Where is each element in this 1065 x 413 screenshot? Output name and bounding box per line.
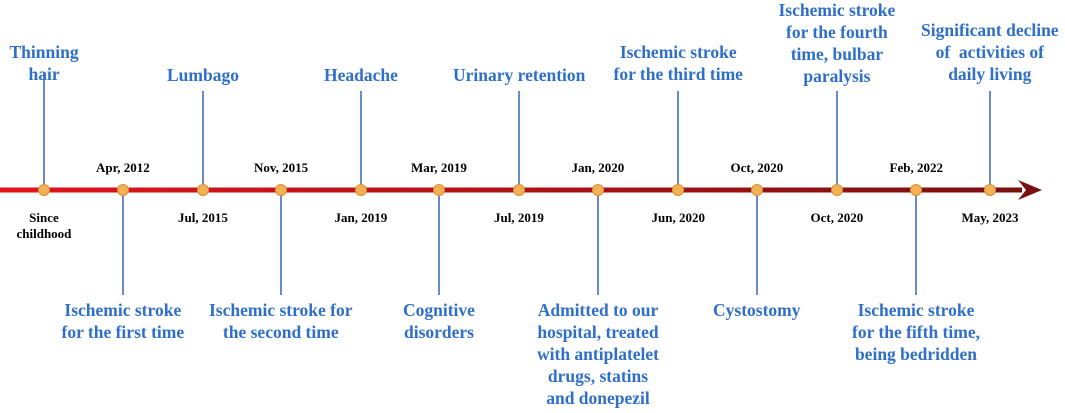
timeline-marker (197, 184, 209, 196)
date-label: Jan, 2020 (571, 160, 625, 175)
timeline-marker (592, 184, 604, 196)
event-label: Cognitive disorders (403, 300, 475, 342)
date-label: Jan, 2019 (334, 210, 388, 225)
connector-lines (43, 73, 991, 295)
date-label: Jul, 2015 (178, 210, 228, 225)
date-label: Oct, 2020 (810, 210, 864, 225)
timeline-marker (275, 184, 287, 196)
date-label: Jun, 2020 (651, 210, 705, 225)
date-label: Since childhood (16, 210, 72, 241)
timeline-arrow-head (1018, 180, 1042, 200)
event-label: Ischemic stroke for the second time (209, 300, 353, 342)
event-label: Headache (324, 65, 398, 85)
event-label: Urinary retention (453, 65, 586, 85)
timeline-marker (355, 184, 367, 196)
event-label: Ischemic stroke for the third time (613, 42, 743, 84)
event-label: Ischemic stroke for the fourth time, bul… (778, 0, 896, 86)
timeline-marker (984, 184, 996, 196)
timeline-marker (751, 184, 763, 196)
date-label: Oct, 2020 (730, 160, 784, 175)
timeline-axis (0, 187, 1022, 193)
event-label: Lumbago (167, 65, 239, 85)
timeline-marker (672, 184, 684, 196)
event-label: Significant decline of activities of dai… (921, 20, 1059, 84)
event-label: Cystostomy (713, 300, 801, 320)
timeline-marker (831, 184, 843, 196)
event-label: Thinning hair (9, 42, 79, 84)
date-label: Apr, 2012 (96, 160, 150, 175)
date-label: Nov, 2015 (254, 160, 309, 175)
timeline-marker (38, 184, 50, 196)
date-label: Jul, 2019 (494, 210, 544, 225)
date-label: May, 2023 (961, 210, 1019, 225)
timeline-markers (38, 184, 996, 196)
event-label: Ischemic stroke for the first time (61, 300, 185, 342)
timeline-marker (910, 184, 922, 196)
timeline-marker (513, 184, 525, 196)
event-label: Admitted to our hospital, treated with a… (537, 300, 660, 408)
timeline-marker (117, 184, 129, 196)
date-label: Feb, 2022 (889, 160, 943, 175)
event-label: Ischemic stroke for the fifth time, bein… (852, 300, 980, 364)
date-label: Mar, 2019 (411, 160, 467, 175)
timeline-marker (433, 184, 445, 196)
